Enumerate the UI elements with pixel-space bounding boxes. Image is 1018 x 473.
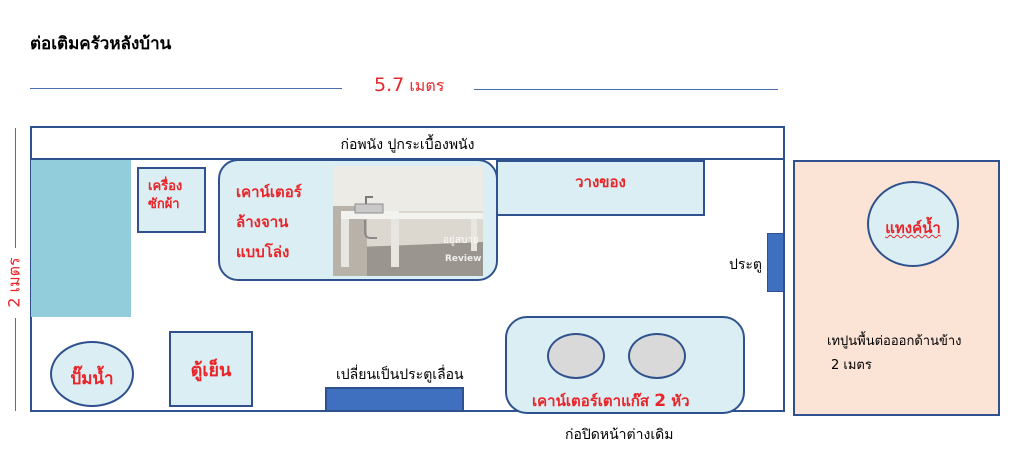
water-pump [50, 341, 134, 407]
stove-burner [628, 333, 686, 379]
sink-photo-drawing [333, 166, 483, 276]
sliding-door-label: เปลี่ยนเป็นประตูเลื่อน [336, 367, 464, 383]
stove-text: เคาน์เตอร์เตาแก๊ส [532, 392, 649, 410]
water-pump-label: ปั๊มน้ำ [70, 369, 114, 389]
watermark-line2: Review [445, 254, 482, 264]
storage-shelf [496, 160, 705, 216]
door [767, 233, 784, 292]
width-dimension-line-left [30, 88, 342, 89]
washer-label-line1: เครื่อง [148, 179, 183, 194]
watermark-line1: อยู่สบาย [443, 235, 479, 246]
water-tank-label: แทงค์น้ำ [885, 219, 941, 237]
extension-label-line2: 2 เมตร [831, 358, 872, 373]
gas-stove-counter [505, 316, 745, 414]
gas-stove-label: เคาน์เตอร์เตาแก๊ส 2 หัว [532, 389, 690, 413]
sink-counter-photo: อยู่สบาย Review [333, 166, 483, 276]
width-dimension-label: 5.7 เมตร [374, 74, 444, 99]
height-dimension-line-bottom [15, 318, 16, 411]
water-tank-circle [867, 181, 959, 267]
height-dimension-label: 2 เมตร [4, 257, 24, 308]
door-label: ประตู [729, 257, 763, 273]
sink-label-line1: เคาน์เตอร์ [236, 183, 302, 201]
width-dimension-line-right [474, 89, 778, 90]
sink-label-line2: ล้างจาน [236, 213, 289, 231]
washer-label-line2: ซักผ้า [148, 197, 180, 212]
page-title: ต่อเติมครัวหลังบ้าน [30, 34, 172, 54]
width-unit: เมตร [409, 76, 445, 95]
wall-label: ก่อพนัง ปูกระเบื้องพนัง [340, 137, 475, 153]
height-dimension-line-top [15, 128, 16, 248]
bottom-wall-label: ก่อปิดหน้าต่างเดิม [565, 427, 674, 443]
refrigerator-label: ตู้เย็น [190, 360, 232, 381]
sink-counter-label: เคาน์เตอร์ ล้างจาน แบบโล่ง [236, 177, 302, 267]
extension-label: เทปูนพื้นต่อออกด้านข้าง 2 เมตร [827, 330, 962, 378]
sliding-door [325, 387, 464, 412]
stove-unit: หัว [671, 392, 690, 410]
refrigerator [169, 331, 253, 407]
stove-count: 2 [654, 391, 667, 411]
sink-label-line3: แบบโล่ง [236, 243, 290, 261]
width-value: 5.7 [374, 74, 405, 96]
water-tank-area [31, 160, 131, 317]
storage-shelf-label: วางของ [575, 173, 626, 191]
extension-label-line1: เทปูนพื้นต่อออกด้านข้าง [827, 334, 962, 349]
washing-machine: เครื่อง ซักผ้า [137, 167, 206, 233]
stove-burner [547, 333, 605, 379]
